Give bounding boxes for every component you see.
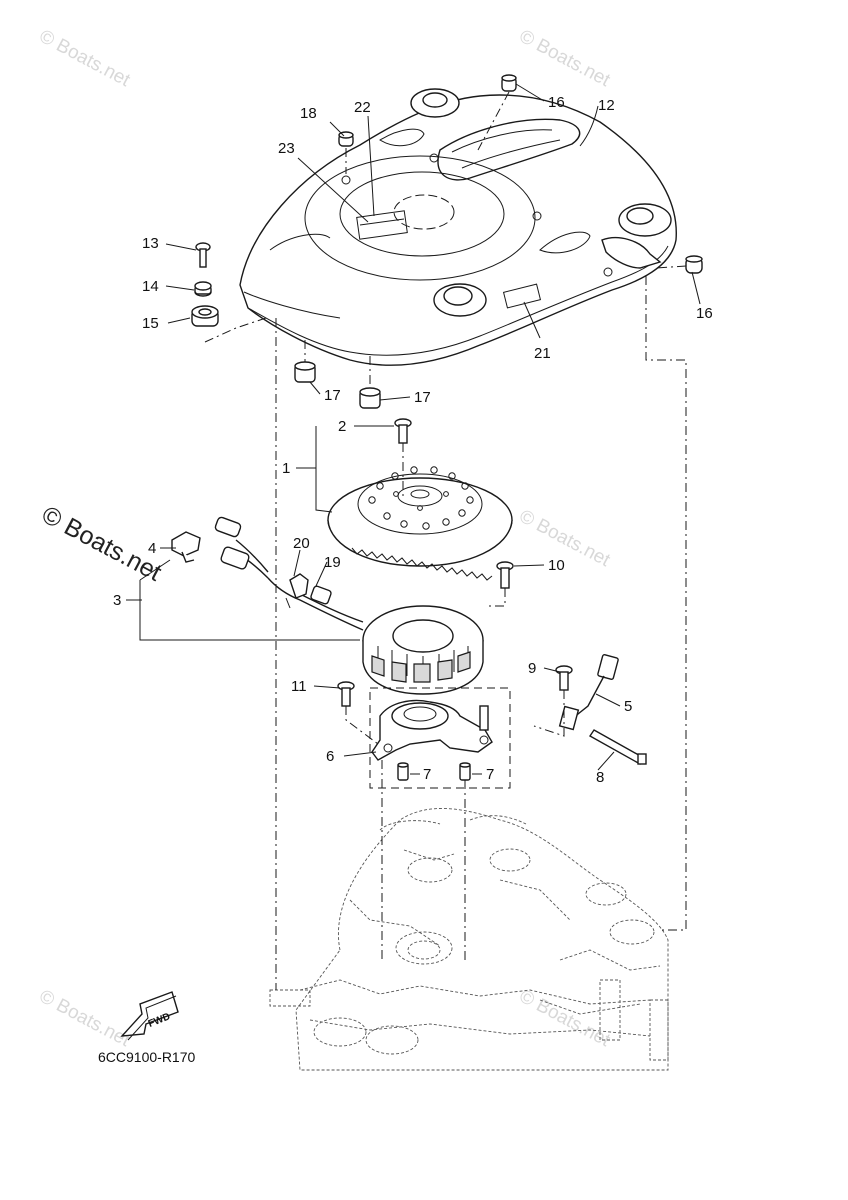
assembly-lines [204,91,687,990]
sensor-part-5 [558,654,619,731]
watermark-bottom-right: © Boats.net [516,986,614,1052]
watermark-large: © Boats.net [37,501,166,587]
bolt-part-10 [496,561,514,589]
flywheel-cover-part-12 [239,88,677,366]
engine-block [269,808,669,1071]
cable-tie-part-8 [588,729,647,765]
callout-8: 8 [596,769,604,786]
callout-17-left: 17 [324,387,341,404]
fwd-arrow: FWD [120,991,179,1041]
callout-16-top: 16 [548,94,565,111]
watermark-top-left: © Boats.net [36,26,134,92]
callout-21: 21 [534,345,551,362]
callout-labels: 16 12 18 22 23 13 14 15 16 21 17 17 2 1 … [113,94,713,786]
callout-13: 13 [142,235,159,252]
leader-lines [126,83,701,775]
callout-11: 11 [291,678,307,695]
callout-7-left: 7 [423,766,431,783]
callout-20: 20 [293,535,310,552]
flywheel-part-1 [327,466,513,581]
watermark-bottom-left: © Boats.net [36,986,134,1052]
bolt-part-11 [337,681,355,707]
callout-7-right: 7 [486,766,494,783]
callout-10: 10 [548,557,565,574]
callout-16-right: 16 [696,305,713,322]
callout-23: 23 [278,140,295,157]
callout-17-right: 17 [414,389,431,406]
callout-5: 5 [624,698,632,715]
watermark-mid-right: © Boats.net [516,506,614,572]
callout-4: 4 [148,540,156,557]
flywheel-bolt-part-2 [394,418,412,444]
cover-hardware [191,74,703,409]
callout-19: 19 [324,554,341,571]
diagram-code: 6CC9100-R170 [98,1049,195,1065]
bolt-part-9 [555,665,573,691]
stator-part-19 [171,516,484,695]
watermark-top-right: © Boats.net [516,26,614,92]
clip-part-20 [285,573,309,609]
callout-12: 12 [598,97,615,114]
callout-2: 2 [338,418,346,435]
callout-3: 3 [113,592,121,609]
callout-15: 15 [142,315,159,332]
callout-6: 6 [326,748,334,765]
callout-1: 1 [282,460,290,477]
callout-22: 22 [354,99,371,116]
callout-9: 9 [528,660,536,677]
callout-14: 14 [142,278,159,295]
callout-18: 18 [300,105,317,122]
